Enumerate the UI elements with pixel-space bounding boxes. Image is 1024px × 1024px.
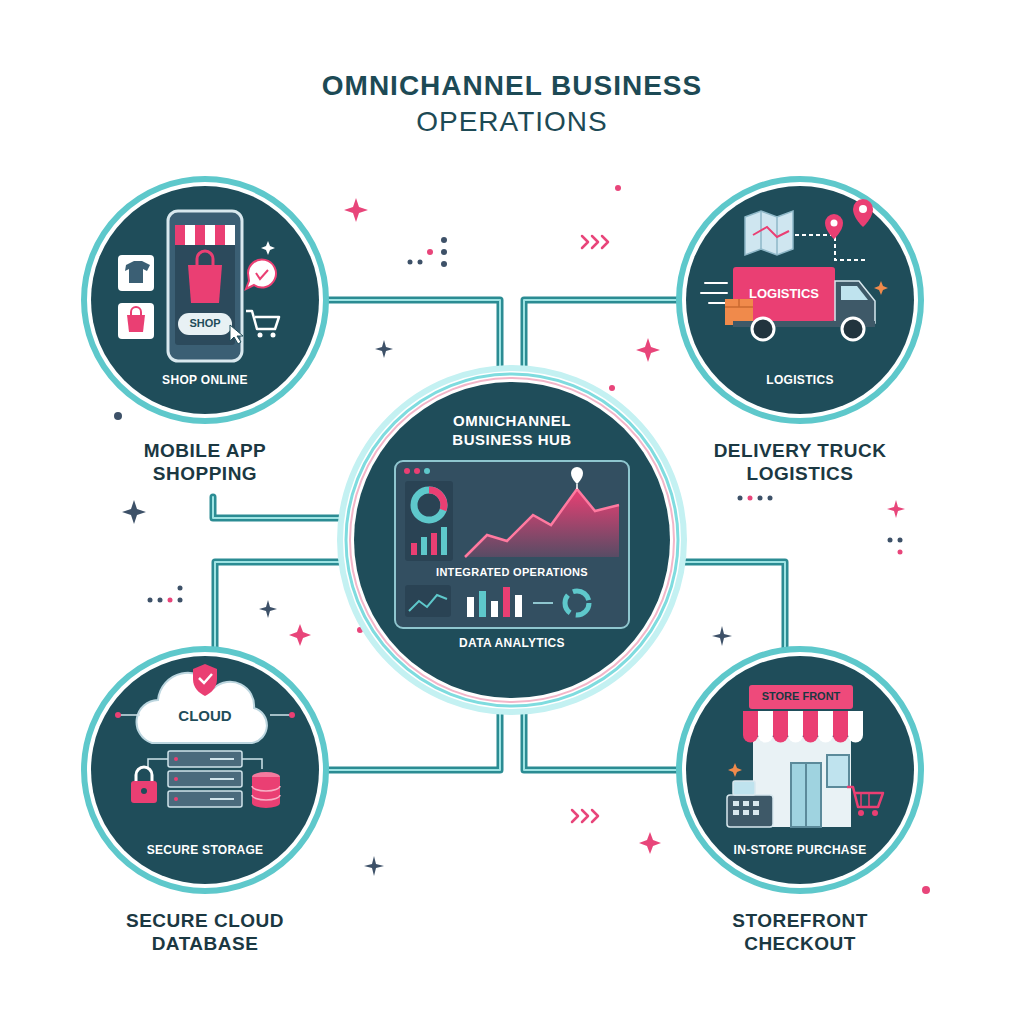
channel-heading: MOBILE APP SHOPPING	[90, 439, 320, 485]
connector	[524, 300, 679, 369]
circle-caption: IN-STORE PURCHASE	[734, 843, 867, 857]
channel-circle: LOGISTICSDELIVERY TRUCK LOGISTICSLOGISTI…	[675, 175, 925, 425]
shop-illustration	[80, 175, 330, 425]
diagram-title: OMNICHANNEL BUSINESS OPERATIONS	[312, 68, 712, 140]
connector-stroke	[524, 711, 679, 770]
button-label: SHOP	[189, 317, 220, 329]
connector	[326, 300, 500, 369]
circle-caption: LOGISTICS	[766, 373, 833, 387]
hub-caption: DATA ANALYTICS	[459, 636, 565, 650]
channel-heading: SECURE CLOUD DATABASE	[90, 909, 320, 955]
connector	[326, 711, 500, 770]
channel-heading: STOREFRONT CHECKOUT	[685, 909, 915, 955]
cloud-label: CLOUD	[178, 707, 231, 724]
hub-title: OMNICHANNEL BUSINESS HUB	[412, 411, 612, 449]
connector-stroke	[524, 711, 679, 770]
connector-stroke	[326, 711, 500, 770]
screen-caption: INTEGRATED OPERATIONS	[436, 566, 588, 578]
sparkles	[122, 198, 905, 876]
truck-label: LOGISTICS	[749, 286, 819, 301]
dots	[114, 185, 930, 894]
sign-label: STORE FRONT	[762, 690, 841, 702]
channel-circle: SHOP ONLINEMOBILE APP SHOPPINGSHOP	[80, 175, 330, 425]
channel-heading: DELIVERY TRUCK LOGISTICS	[685, 439, 915, 485]
connector-stroke	[326, 711, 500, 770]
connector-stroke	[326, 300, 500, 369]
store-illustration	[675, 645, 925, 895]
connector-stroke	[524, 300, 679, 369]
cloud-illustration	[80, 645, 330, 895]
connector-stroke	[326, 300, 500, 369]
circle-caption: SECURE STORAGE	[147, 843, 264, 857]
channel-circle: IN-STORE PURCHASESTOREFRONT CHECKOUTSTOR…	[675, 645, 925, 895]
connector	[524, 711, 679, 770]
hub-circle: OMNICHANNEL BUSINESS HUB INTEGRATED OPERA…	[337, 365, 687, 715]
connector-stroke	[524, 300, 679, 369]
circle-caption: SHOP ONLINE	[162, 373, 248, 387]
channel-circle: SECURE STORAGESECURE CLOUD DATABASECLOUD	[80, 645, 330, 895]
